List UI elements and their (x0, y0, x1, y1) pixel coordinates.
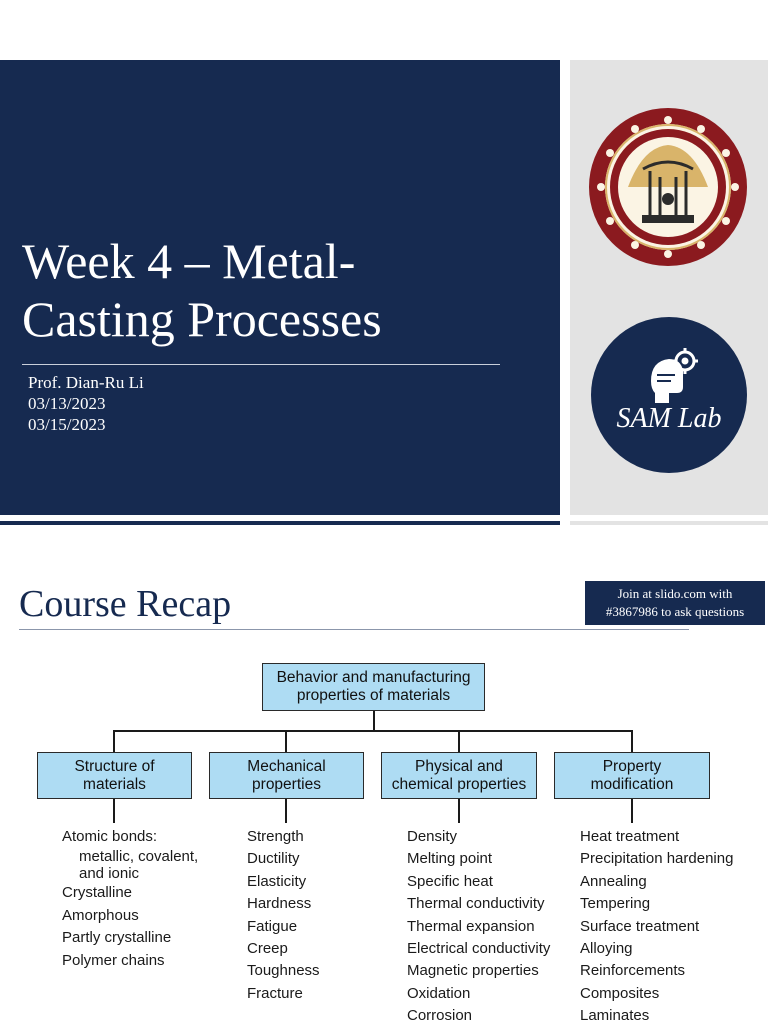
list-item: Fracture (247, 984, 303, 1002)
title-line-1: Week 4 – Metal- (22, 233, 356, 289)
list-item: Fatigue (247, 917, 298, 935)
list-item: Partly crystalline (62, 929, 172, 947)
list-item: and ionic (79, 865, 140, 883)
list-item: Crystalline (62, 884, 133, 902)
list-item: Specific heat (407, 872, 493, 890)
list-item: Hardness (247, 895, 312, 913)
category-box-mechanical: Mechanical properties (209, 752, 364, 799)
connector-line (458, 730, 460, 752)
connector-line (458, 799, 460, 823)
connector-line (285, 730, 287, 752)
list-item: Reinforcements (580, 962, 686, 980)
list-item: Polymer chains (62, 951, 165, 969)
title-slide: Week 4 – Metal- Casting Processes Prof. … (0, 60, 768, 525)
list-item: Amorphous (62, 906, 139, 924)
list-item: Creep (247, 940, 288, 958)
list-item: Corrosion (407, 1007, 473, 1024)
connector-line (285, 799, 287, 823)
title-panel (0, 60, 560, 515)
structure-items-list: Atomic bonds: metallic, covalent, and io… (62, 826, 198, 972)
connector-line (631, 730, 633, 752)
professor-name: Prof. Dian-Ru Li (28, 373, 144, 392)
connector-line (113, 799, 115, 823)
category-label: Structure of (74, 757, 155, 775)
list-item: Tempering (580, 895, 651, 913)
list-item: metallic, covalent, (79, 848, 199, 866)
list-item: Oxidation (407, 984, 471, 1002)
connector-line (113, 730, 115, 752)
category-label: modification (590, 775, 674, 793)
property-modification-items-list: Heat treatment Precipitation hardening A… (580, 826, 733, 1024)
list-item: Thermal conductivity (407, 895, 545, 913)
list-item: Atomic bonds: (62, 828, 158, 845)
diagram-root-box: Behavior and manufacturing properties of… (262, 663, 485, 711)
list-item: Annealing (580, 872, 647, 890)
category-label: chemical properties (391, 775, 527, 793)
mechanical-items-list: Strength Ductility Elasticity Hardness F… (247, 826, 320, 1005)
robot-head-gear-icon (651, 348, 698, 403)
list-item: Strength (247, 828, 304, 845)
root-label-line-1: Behavior and manufacturing (276, 669, 471, 686)
root-label-line-2: properties of materials (296, 687, 451, 704)
accent-bar-left (0, 521, 560, 525)
connector-line (631, 799, 633, 823)
list-item: Magnetic properties (407, 962, 539, 980)
category-box-property-modification: Property modification (554, 752, 710, 799)
title-divider (22, 364, 500, 365)
slido-banner: Join at slido.com with #3867986 to ask q… (585, 581, 765, 625)
list-item: Composites (580, 984, 660, 1002)
slide-subtitle: Prof. Dian-Ru Li 03/13/2023 03/15/2023 (28, 372, 144, 435)
list-item: Density (407, 828, 458, 845)
accent-bar-right (570, 521, 768, 525)
list-item: Thermal expansion (407, 917, 535, 935)
category-label: properties (252, 775, 321, 793)
page-title: Course Recap (19, 583, 232, 625)
connector-line (373, 711, 375, 731)
category-label: Physical and (415, 757, 503, 775)
category-box-physical-chemical: Physical and chemical properties (381, 752, 537, 799)
category-label: Mechanical (247, 757, 326, 775)
lecture-date: 03/13/2023 (28, 394, 106, 413)
category-box-structure: Structure of materials (37, 752, 192, 799)
list-item: Melting point (407, 850, 493, 868)
connector-line (113, 730, 633, 732)
slide-title: Week 4 – Metal- Casting Processes (22, 232, 542, 348)
list-item: Ductility (247, 850, 300, 868)
category-label: Property (602, 757, 662, 775)
sam-lab-logo: SAM Lab (591, 317, 747, 473)
slido-text-line-1: Join at slido.com with (617, 586, 733, 601)
list-item: Alloying (580, 940, 633, 958)
slido-text-line-2: #3867986 to ask questions (605, 604, 745, 619)
lecture-date: 03/15/2023 (28, 415, 106, 434)
title-underline (19, 629, 689, 630)
university-seal-icon (589, 108, 747, 266)
list-item: Precipitation hardening (580, 850, 734, 868)
category-label: materials (83, 775, 146, 793)
list-item: Electrical conductivity (407, 940, 551, 958)
title-line-2: Casting Processes (22, 291, 382, 347)
list-item: Heat treatment (580, 828, 680, 845)
list-item: Toughness (247, 962, 320, 980)
lab-name: SAM Lab (616, 403, 722, 434)
list-item: Laminates (580, 1007, 650, 1024)
list-item: Surface treatment (580, 917, 700, 935)
physical-chemical-items-list: Density Melting point Specific heat Ther… (407, 826, 550, 1024)
list-item: Elasticity (247, 872, 307, 890)
